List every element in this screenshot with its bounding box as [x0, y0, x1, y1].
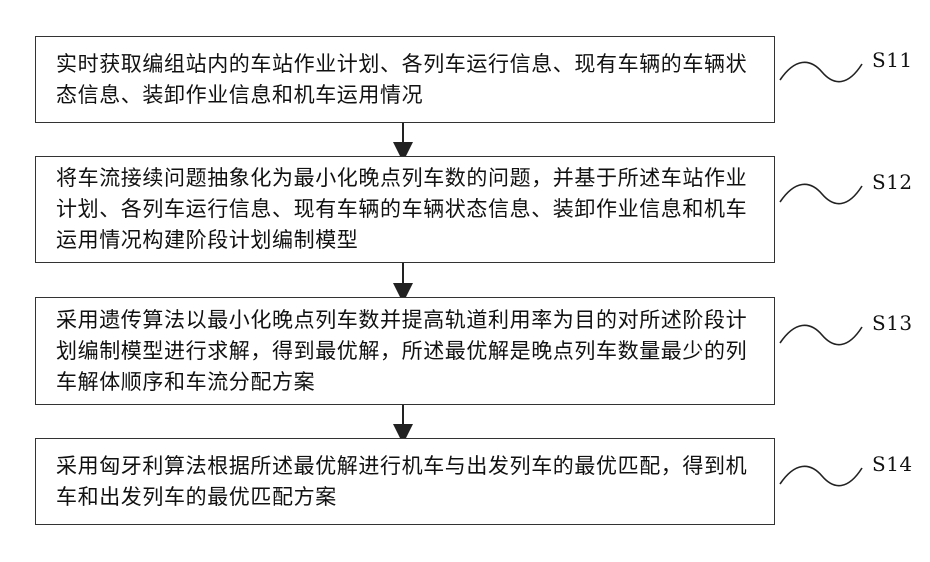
step-text-s13: 采用遗传算法以最小化晚点列车数并提高轨道利用率为目的对所述阶段计划编制模型进行求…: [36, 305, 774, 398]
leader-wave-s12: [780, 184, 862, 203]
leader-wave-s13: [780, 325, 862, 344]
step-box-s14: 采用匈牙利算法根据所述最优解进行机车与出发列车的最优匹配，得到机车和出发列车的最…: [35, 438, 775, 525]
step-text-s12: 将车流接续问题抽象化为最小化晚点列车数的问题，并基于所述车站作业计划、各列车运行…: [36, 163, 774, 256]
step-label-s14: S14: [872, 452, 913, 476]
step-box-s12: 将车流接续问题抽象化为最小化晚点列车数的问题，并基于所述车站作业计划、各列车运行…: [35, 156, 775, 263]
step-label-s13: S13: [872, 311, 913, 335]
step-label-s11: S11: [872, 48, 913, 72]
leader-wave-s14: [780, 466, 862, 485]
step-text-s11: 实时获取编组站内的车站作业计划、各列车运行信息、现有车辆的车辆状态信息、装卸作业…: [36, 49, 774, 111]
step-box-s13: 采用遗传算法以最小化晚点列车数并提高轨道利用率为目的对所述阶段计划编制模型进行求…: [35, 297, 775, 405]
leader-wave-s11: [780, 62, 862, 81]
step-label-s12: S12: [872, 170, 913, 194]
step-text-s14: 采用匈牙利算法根据所述最优解进行机车与出发列车的最优匹配，得到机车和出发列车的最…: [36, 451, 774, 513]
step-box-s11: 实时获取编组站内的车站作业计划、各列车运行信息、现有车辆的车辆状态信息、装卸作业…: [35, 36, 775, 123]
